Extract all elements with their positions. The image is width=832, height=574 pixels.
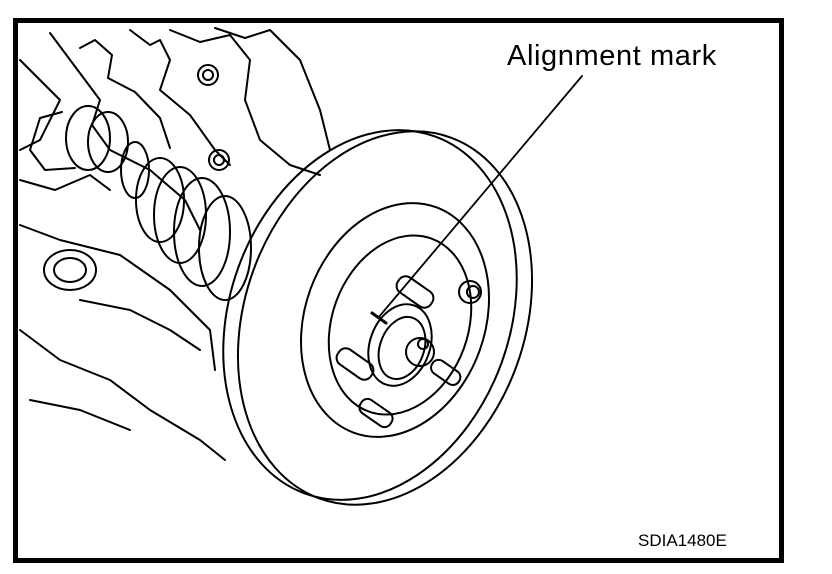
- wheel-hub: [335, 275, 482, 429]
- drive-shaft-boot: [29, 105, 252, 301]
- figure-code: SDIA1480E: [638, 531, 727, 550]
- leader-line: [377, 75, 583, 319]
- lower-arm: [19, 224, 226, 461]
- figure-frame: [13, 18, 784, 563]
- alignment-mark-label: Alignment mark: [507, 40, 717, 72]
- brake-disc-rotor: [222, 129, 534, 506]
